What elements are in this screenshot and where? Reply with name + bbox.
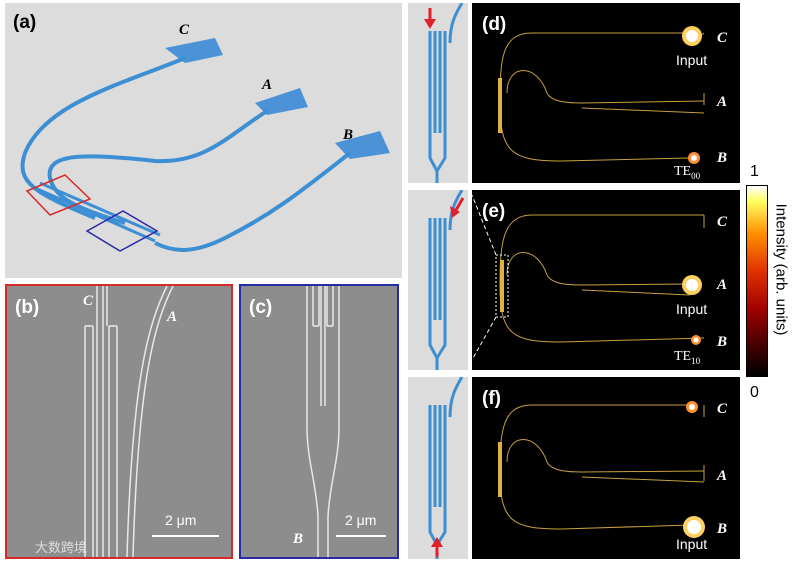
port-label-a: A — [262, 77, 273, 93]
colorbar-min-label: 0 — [750, 384, 759, 401]
input-label: Input — [676, 301, 708, 317]
panel-label: (c) — [249, 297, 273, 318]
port-label-b: B — [717, 521, 728, 537]
port-label-b: B — [717, 150, 728, 166]
input-label: Input — [676, 536, 708, 552]
colorbar-max-label: 1 — [750, 163, 759, 180]
intensity-map-e — [472, 194, 705, 361]
panel-label: (d) — [482, 14, 507, 35]
port-label-c: C — [179, 22, 190, 38]
sem-image-b — [84, 286, 219, 557]
port-label-b: B — [343, 127, 354, 143]
port-label-c: C — [717, 214, 728, 230]
port-label-b: B — [717, 334, 728, 350]
port-label-a: A — [167, 309, 178, 325]
panel-label: (f) — [482, 388, 501, 409]
port-label-a: A — [717, 277, 728, 293]
port-label-b: B — [293, 531, 304, 547]
sem-image-c — [306, 286, 386, 557]
panel-label: (e) — [482, 201, 506, 222]
port-label-a: A — [717, 94, 728, 110]
colorbar-title: Intensity (arb. units) — [772, 203, 790, 336]
panel-f: (f) C A B Input — [472, 377, 740, 559]
port-label-a: A — [717, 468, 728, 484]
panel-b: (b) C A 2 μm 大数跨境 — [5, 284, 233, 559]
mode-label: TE10 — [674, 349, 701, 366]
watermark-text: 大数跨境 — [35, 540, 88, 555]
schematic-d — [408, 3, 468, 183]
scalebar-label: 2 μm — [165, 512, 197, 528]
schematic-f — [408, 377, 468, 559]
panel-label: (a) — [13, 12, 37, 33]
schematic-e — [408, 190, 468, 370]
device-3d-render — [20, 38, 390, 252]
panel-e: (e) C A B Input TE10 — [472, 190, 740, 370]
colorbar — [746, 185, 768, 377]
panel-label: (b) — [15, 297, 40, 318]
port-label-c: C — [717, 30, 728, 46]
scalebar-label: 2 μm — [345, 512, 377, 528]
input-label: Input — [676, 52, 708, 68]
port-label-c: C — [717, 401, 728, 417]
panel-a: (a) C A B — [5, 3, 402, 278]
intensity-map-d — [498, 26, 705, 164]
mode-label: TE00 — [674, 164, 701, 181]
intensity-map-f — [498, 401, 705, 538]
panel-d: (d) C A B Input TE00 — [472, 3, 740, 183]
panel-c: (c) B 2 μm — [239, 284, 399, 559]
port-label-c: C — [83, 293, 94, 309]
